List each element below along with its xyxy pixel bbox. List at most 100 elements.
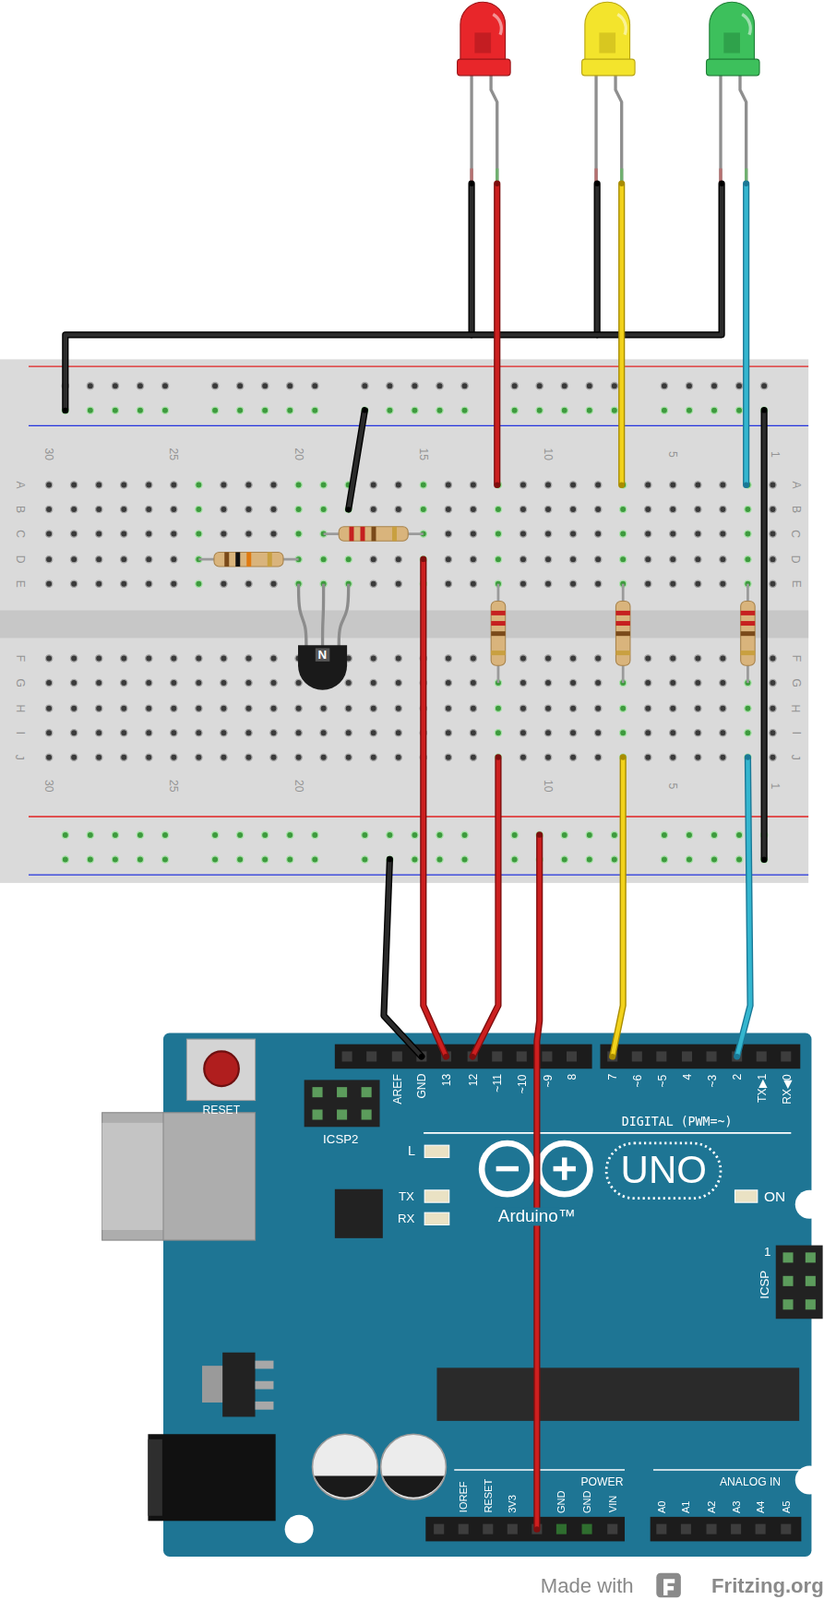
connected-hole (262, 406, 269, 414)
breadboard-hole (295, 679, 302, 686)
row-letter: F (789, 654, 802, 664)
reset-button-base (186, 1039, 255, 1100)
wire-outline (737, 757, 751, 1057)
connected-hole (436, 406, 443, 414)
connected-hole (419, 481, 427, 489)
header-pin (782, 1276, 793, 1287)
analog-header (650, 1516, 802, 1542)
led-leg (594, 73, 598, 184)
breadboard-hole (170, 530, 178, 538)
led-label: ON (763, 1188, 787, 1205)
breadboard-hole (669, 481, 677, 489)
breadboard-hole (469, 753, 477, 761)
header-pin (507, 1524, 518, 1535)
breadboard-hole (70, 679, 77, 686)
breadboard-hole (95, 530, 103, 538)
breadboard-hole (386, 382, 394, 390)
reset-button (203, 1050, 239, 1087)
pin-label: AREF (391, 1073, 404, 1106)
led-flange (582, 59, 636, 76)
connected-hole (136, 831, 144, 838)
breadboard-hole (469, 679, 477, 686)
led-flange (457, 59, 512, 76)
header-pin (680, 1524, 692, 1535)
led-highlight (741, 13, 751, 35)
breadboard-hole (569, 753, 576, 761)
wire-end (620, 754, 626, 761)
breadboard-hole (394, 679, 402, 686)
breadboard-hole (170, 505, 178, 513)
row-letter: I (789, 730, 802, 737)
jumper-wire (609, 754, 626, 1060)
connected-hole (86, 406, 94, 414)
breadboard-hole (436, 382, 443, 390)
header-pin (482, 1524, 493, 1535)
breadboard-hole (644, 679, 652, 686)
column-number: 30 (43, 778, 56, 794)
breadboard-hole (195, 655, 203, 662)
header-pin (366, 1050, 377, 1062)
breadboard-hole (245, 580, 252, 587)
breadboard-hole (660, 382, 668, 390)
connected-hole (211, 856, 218, 863)
breadboard-hole (70, 481, 77, 489)
connected-hole (620, 556, 627, 563)
breadboard-hole (145, 481, 153, 489)
breadboard-hole (70, 580, 77, 587)
connected-hole (461, 856, 468, 863)
breadboard-hole (644, 580, 652, 587)
connected-hole (685, 831, 693, 838)
header-pin (805, 1276, 816, 1287)
resistor-band (490, 621, 505, 626)
led-symbol (706, 1, 761, 184)
header-pin (607, 1524, 618, 1535)
pin-label: A2 (705, 1499, 717, 1515)
breadboard-hole (370, 481, 377, 489)
resistor-band (615, 631, 630, 636)
connected-hole (361, 831, 369, 838)
pin-label: RESET (482, 1478, 494, 1515)
header-label: ICSP2 (322, 1132, 360, 1147)
transistor-marking: N (314, 647, 330, 662)
status-led (424, 1190, 450, 1203)
regulator-leg (255, 1361, 275, 1370)
breadboard-hole (444, 556, 452, 563)
breadboard-hole (145, 753, 153, 761)
wire-end (495, 754, 502, 761)
header-pin (361, 1086, 372, 1098)
breadboard-hole (345, 679, 352, 686)
breadboard-hole (361, 382, 369, 390)
voltage-regulator (222, 1352, 255, 1418)
connected-hole (361, 856, 369, 863)
breadboard-hole (544, 481, 551, 489)
wire-end (468, 180, 475, 187)
pin-label: ~6 (630, 1073, 643, 1088)
breadboard-hole (220, 704, 227, 712)
header-pin (681, 1050, 693, 1062)
connected-hole (610, 856, 618, 863)
breadboard-hole (394, 481, 402, 489)
breadboard-hole (120, 481, 128, 489)
breadboard-hole (120, 505, 128, 513)
connected-hole (685, 856, 693, 863)
wire (469, 183, 474, 335)
connected-hole (161, 856, 168, 863)
breadboard-hole (511, 382, 518, 390)
connected-hole (735, 856, 742, 863)
connected-hole (494, 729, 502, 737)
breadboard-hole (469, 556, 477, 563)
header-label: DIGITAL (PWM=~) (621, 1115, 734, 1130)
resistor-band (490, 610, 505, 616)
breadboard-hole (195, 704, 203, 712)
breadboard-hole (769, 580, 777, 587)
resistor-band (224, 551, 229, 566)
row-letter: J (13, 753, 26, 762)
breadboard-hole (70, 729, 77, 737)
breadboard-hole (469, 530, 477, 538)
wire-end (494, 180, 501, 187)
breadboard-hole (569, 530, 576, 538)
breadboard-hole (245, 530, 252, 538)
icsp-header (776, 1245, 824, 1320)
connected-hole (286, 856, 294, 863)
